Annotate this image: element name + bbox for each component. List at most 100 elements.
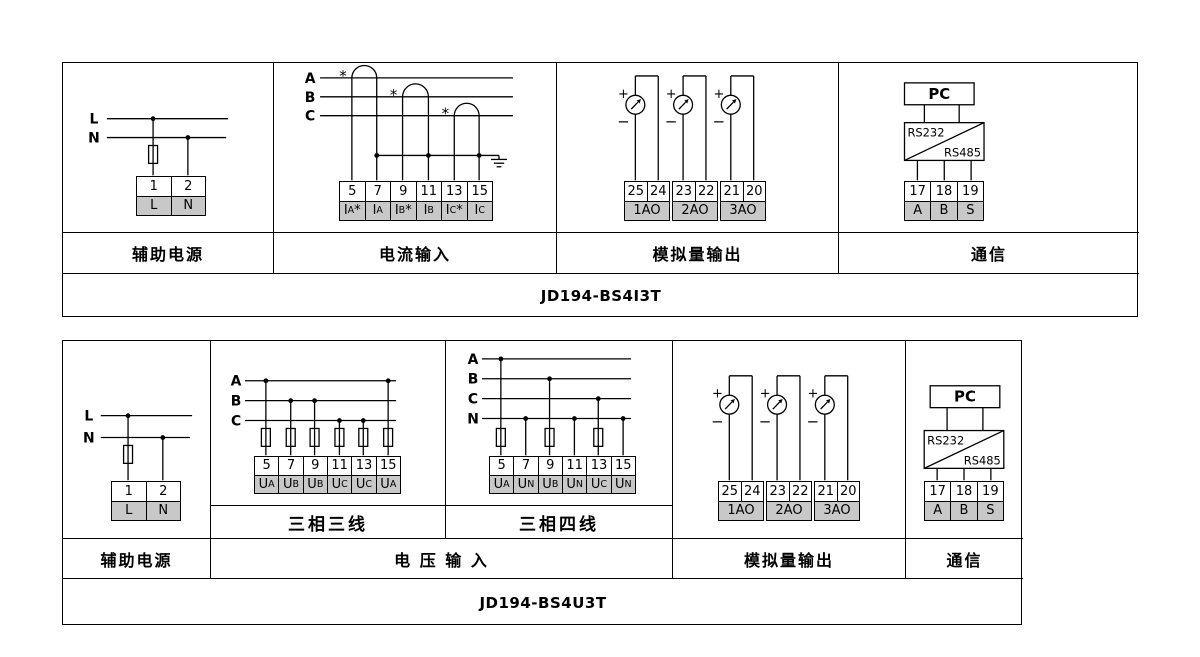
ground-icon: [490, 154, 508, 168]
fuse-icon: [358, 427, 369, 448]
phase-c-label: C: [468, 392, 478, 408]
terminal-labels-row: L N: [137, 196, 205, 215]
terminal-number: 24: [649, 183, 667, 199]
line-labels: L N: [83, 409, 95, 447]
terminal-labels-row: 1AO: [625, 201, 669, 220]
analog-meter-icon: [616, 75, 659, 181]
junction-dot: [523, 416, 529, 421]
terminal-label: 3AO: [721, 201, 765, 220]
terminal-number: 17: [905, 182, 932, 201]
wires: [923, 385, 1005, 481]
aux-power-label: 辅助电源: [131, 245, 204, 264]
junction-dot: [312, 398, 317, 404]
ct-polarity-star: *: [442, 105, 450, 123]
phase-labels: A B C: [231, 374, 242, 430]
terminal-number: 9: [304, 457, 328, 475]
analog-output-label-cell: 模拟量输出: [673, 539, 906, 579]
terminal-numbers-row: 23 22: [673, 182, 717, 202]
terminal-number: 21: [721, 182, 744, 201]
analog-terminal-box-3: 21 20 3AO: [720, 181, 766, 221]
terminal-number: 1: [137, 177, 172, 196]
phase-a-label: A: [305, 71, 316, 87]
terminal-label: 2AO: [767, 501, 811, 520]
analog-meter-icon: [758, 375, 801, 481]
voltage-4wire-wiring: A B C N: [467, 352, 632, 456]
aux-power-label-cell: 辅助电源: [63, 539, 211, 579]
phase-b-label: B: [305, 90, 316, 106]
terminal-numbers-row: 5 7 9 11 13 15: [340, 182, 492, 202]
junction-dot: [374, 153, 380, 158]
terminal-number: 19: [962, 183, 979, 199]
current-input-label-cell: 电流输入: [274, 233, 557, 274]
terminal-label: B: [931, 201, 958, 220]
aux-power-label: 辅助电源: [100, 550, 173, 570]
terminal-number: 25: [719, 482, 742, 501]
terminal-numbers-row: 23 22: [767, 482, 811, 502]
phase-b-label: B: [468, 372, 479, 388]
fuse-icon: [285, 427, 296, 448]
junction-dot: [426, 153, 431, 158]
four-wire-sublabel: 三相四线: [519, 514, 599, 535]
comm-wiring: PC RS232 RS485: [923, 385, 1005, 481]
phase-a-label: A: [231, 374, 242, 390]
terminal-labels-row: 2AO: [673, 201, 717, 220]
terminal-number: 13: [442, 182, 468, 201]
junction-dot: [150, 116, 156, 122]
terminal-number: 7: [279, 457, 304, 475]
line-l-label: L: [84, 409, 93, 425]
terminal-number: 9: [539, 457, 563, 475]
comm-diagram-cell: PC RS232 RS485 17 18 19 A B S: [906, 341, 1023, 539]
terminal-number: 21: [815, 482, 838, 501]
terminal-label: 2AO: [673, 201, 717, 220]
junction-dot: [185, 135, 191, 140]
comm-label-cell: 通信: [839, 233, 1139, 274]
comm-labels: PC RS232 RS485: [907, 85, 981, 160]
wires: [100, 415, 193, 481]
analog-meter-icon: [710, 375, 753, 481]
comm-diagram-cell: PC RS232 RS485 17 18 19 A B S: [839, 63, 1139, 233]
phase-n-label: N: [467, 411, 479, 427]
terminal-labels-row: A B S: [905, 201, 983, 220]
aux-power-diagram-cell: L N 1 2 L N: [63, 341, 211, 539]
analog-output-label: 模拟量输出: [743, 550, 834, 570]
pc-label: PC: [954, 388, 976, 406]
terminal-label: A: [925, 501, 952, 520]
terminal-number: 23: [767, 482, 790, 501]
analog-output-diagram-cell: 25 24 1AO 23 22 2AO 21 20 3AO: [557, 63, 839, 233]
terminal-number: 20: [745, 183, 763, 199]
phase-a-label: A: [468, 352, 479, 368]
terminal-label: N: [171, 196, 205, 215]
ct-polarity-star: *: [339, 67, 347, 85]
terminal-label: N: [146, 501, 180, 520]
voltage-input-label-cell: 电 压 输 入: [211, 539, 673, 579]
junction-dot: [160, 435, 166, 440]
aux-power-label-cell: 辅助电源: [63, 233, 274, 274]
terminal-number: 7: [514, 457, 539, 475]
current-input-label: 电流输入: [378, 245, 451, 264]
junction-dot: [385, 378, 391, 384]
terminal-number: 5: [340, 182, 366, 201]
analog-output-label-cell: 模拟量输出: [557, 233, 839, 274]
junction-dot: [288, 398, 294, 404]
current-input-wiring: A B C * * *: [305, 64, 513, 181]
wires: [106, 118, 229, 176]
ct-polarity-star: *: [390, 86, 398, 104]
terminal-number: 18: [931, 182, 958, 201]
terminal-label: 3AO: [815, 501, 859, 520]
terminal-numbers-row: 17 18 19: [905, 182, 983, 202]
terminal-labels-row: 2AO: [767, 501, 811, 520]
phase-labels: A B C * * *: [305, 67, 450, 125]
pc-box: [929, 385, 1001, 409]
terminal-number: 2: [159, 483, 168, 499]
